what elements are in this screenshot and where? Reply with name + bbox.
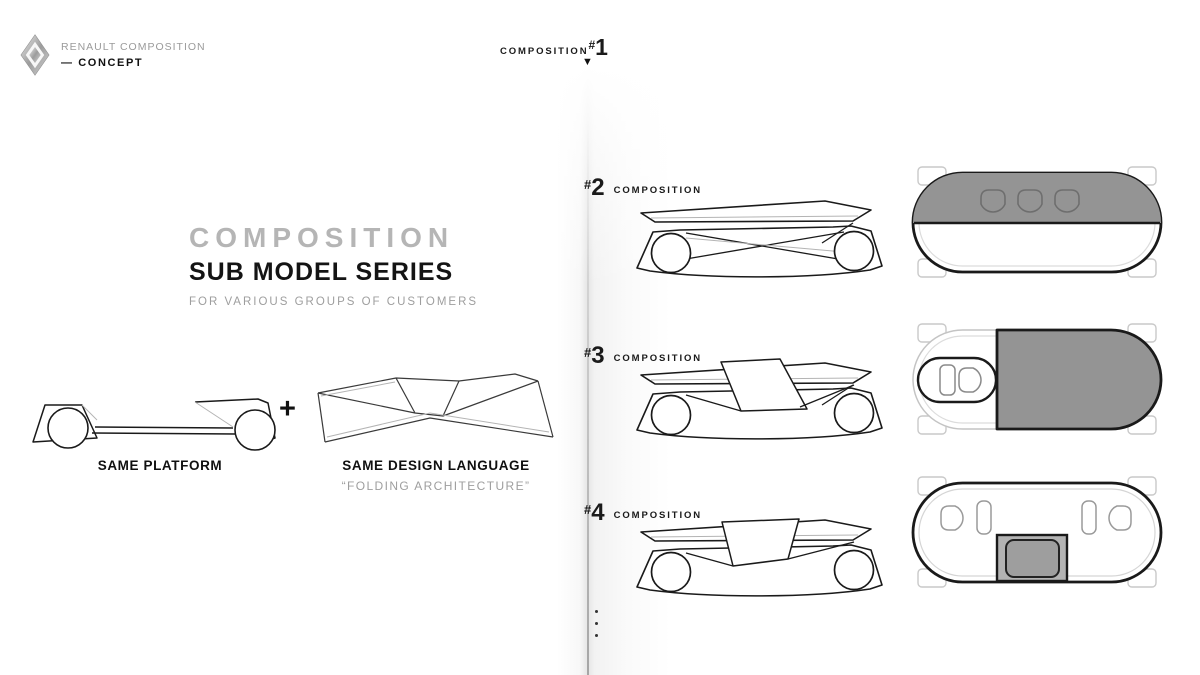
- marker-label: COMPOSITION: [500, 46, 589, 57]
- renault-diamond-icon: [20, 32, 50, 78]
- page-fold-fade: [556, 66, 672, 326]
- page-dot: [595, 610, 598, 613]
- number: 4: [591, 499, 605, 526]
- intro-title: COMPOSITION: [189, 222, 455, 253]
- brand-name: RENAULT COMPOSITION: [61, 41, 206, 53]
- page-fold-line: [587, 120, 589, 675]
- hash: #: [584, 345, 592, 360]
- composition-4-label: #4 COMPOSITION: [584, 501, 702, 525]
- car-top-view-composition-4: [911, 476, 1163, 588]
- page-dot: [595, 622, 598, 625]
- brand-block: RENAULT COMPOSITION — CONCEPT: [20, 32, 206, 78]
- number: 3: [591, 342, 605, 369]
- plus-sign: +: [279, 393, 296, 425]
- label: COMPOSITION: [613, 353, 703, 364]
- marker-number: 1: [595, 34, 608, 60]
- design-language-label: SAME DESIGN LANGUAGE: [342, 458, 530, 473]
- marker-hash: #: [588, 38, 596, 52]
- car-side-view-composition-4: [636, 518, 883, 597]
- intro-block: COMPOSITION SUB MODEL SERIES FOR VARIOUS…: [189, 222, 479, 309]
- label: COMPOSITION: [613, 185, 703, 196]
- intro-subtitle: SUB MODEL SERIES: [189, 258, 454, 286]
- car-side-view-composition-3: [636, 358, 883, 440]
- composition-2-label: #2 COMPOSITION: [584, 176, 702, 200]
- hash: #: [584, 177, 592, 192]
- car-top-view-composition-2: [911, 166, 1163, 278]
- number: 2: [591, 174, 605, 201]
- platform-label: SAME PLATFORM: [97, 458, 223, 473]
- composition-3-label: #3 COMPOSITION: [584, 344, 702, 368]
- design-language-sketch: [317, 373, 554, 443]
- design-language-caption: “FOLDING ARCHITECTURE”: [341, 479, 531, 493]
- car-side-view-composition-2: [636, 200, 883, 278]
- composition-1-marker: COMPOSITION#1: [500, 36, 608, 59]
- intro-caption: FOR VARIOUS GROUPS OF CUSTOMERS: [189, 296, 479, 308]
- label: COMPOSITION: [613, 510, 703, 521]
- brand-tagline: — CONCEPT: [61, 57, 144, 69]
- page-dot: [595, 634, 598, 637]
- car-top-view-composition-3: [912, 323, 1163, 435]
- platform-sketch: [32, 398, 276, 451]
- down-triangle-icon: ▼: [582, 56, 593, 68]
- hash: #: [584, 502, 592, 517]
